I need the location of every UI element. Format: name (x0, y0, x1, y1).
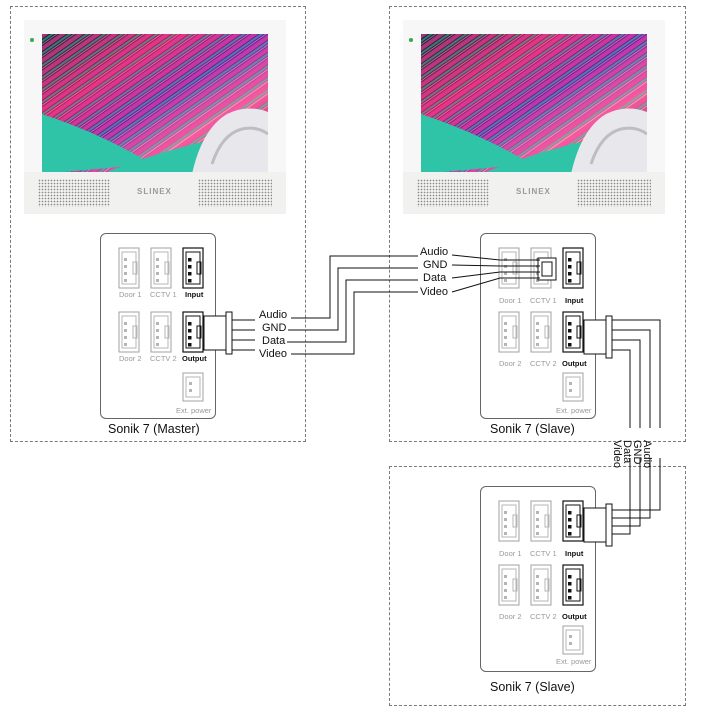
cctv2-label: CCTV 2 (150, 354, 177, 363)
power-led-icon (409, 38, 413, 42)
input-label: Input (185, 290, 204, 299)
slave-1-screen-image (421, 34, 647, 174)
master-monitor: SLINEX (24, 20, 286, 214)
cctv1-label: CCTV 1 (530, 549, 557, 558)
input-label: Input (565, 549, 584, 558)
door1-label: Door 1 (119, 290, 142, 299)
wire-label-video: Video (259, 348, 287, 360)
slave-unit-2-outline (389, 466, 686, 706)
slave-2-caption: Sonik 7 (Slave) (490, 680, 575, 694)
door2-label: Door 2 (499, 612, 522, 621)
door1-label: Door 1 (499, 549, 522, 558)
slave-1-speaker-bar: SLINEX (403, 172, 665, 214)
slave1-to-slave2-wires (612, 319, 661, 535)
abstract-wallpaper-image (42, 34, 268, 174)
wire-label-video: Video (420, 286, 448, 298)
cctv2-label: CCTV 2 (530, 612, 557, 621)
slave-1-caption: Sonik 7 (Slave) (490, 422, 575, 436)
wire-label-data: Data (262, 335, 286, 347)
cctv2-label: CCTV 2 (530, 359, 557, 368)
wire-label-gnd: GND (262, 322, 287, 334)
right-speaker-grille (198, 179, 272, 207)
cctv1-label: CCTV 1 (530, 296, 557, 305)
left-speaker-grille (38, 179, 110, 207)
wire-label-gnd: GND (423, 259, 448, 271)
slave-2-connectors (498, 500, 613, 655)
output-label: Output (562, 359, 587, 368)
wire-label-audio: Audio (420, 246, 449, 258)
door2-label: Door 2 (119, 354, 142, 363)
brand-logo: SLINEX (516, 187, 551, 196)
ext-power-label: Ext. power (556, 406, 592, 415)
abstract-wallpaper-image (421, 34, 647, 174)
slave-1-connectors (498, 247, 613, 402)
master-speaker-bar: SLINEX (24, 172, 286, 214)
wire-label-data: Data (423, 272, 447, 284)
master-screen-image (42, 34, 268, 174)
master-unit-outline (10, 6, 306, 442)
ext-power-label: Ext. power (556, 657, 592, 666)
brand-logo: SLINEX (137, 187, 172, 196)
right-speaker-grille (577, 179, 651, 207)
master-connectors (118, 247, 233, 402)
door2-label: Door 2 (499, 359, 522, 368)
left-speaker-grille (417, 179, 489, 207)
output-label: Output (562, 612, 587, 621)
door1-label: Door 1 (499, 296, 522, 305)
wire-label-video-vertical: Video (611, 440, 623, 468)
master-to-slave1-wires (232, 254, 540, 355)
wire-label-audio: Audio (259, 309, 288, 321)
slave-1-monitor: SLINEX (403, 20, 665, 214)
slave-unit-1-outline (389, 6, 686, 442)
input-label: Input (565, 296, 584, 305)
power-led-icon (30, 38, 34, 42)
output-label: Output (182, 354, 207, 363)
ext-power-label: Ext. power (176, 406, 212, 415)
master-caption: Sonik 7 (Master) (108, 422, 200, 436)
cctv1-label: CCTV 1 (150, 290, 177, 299)
